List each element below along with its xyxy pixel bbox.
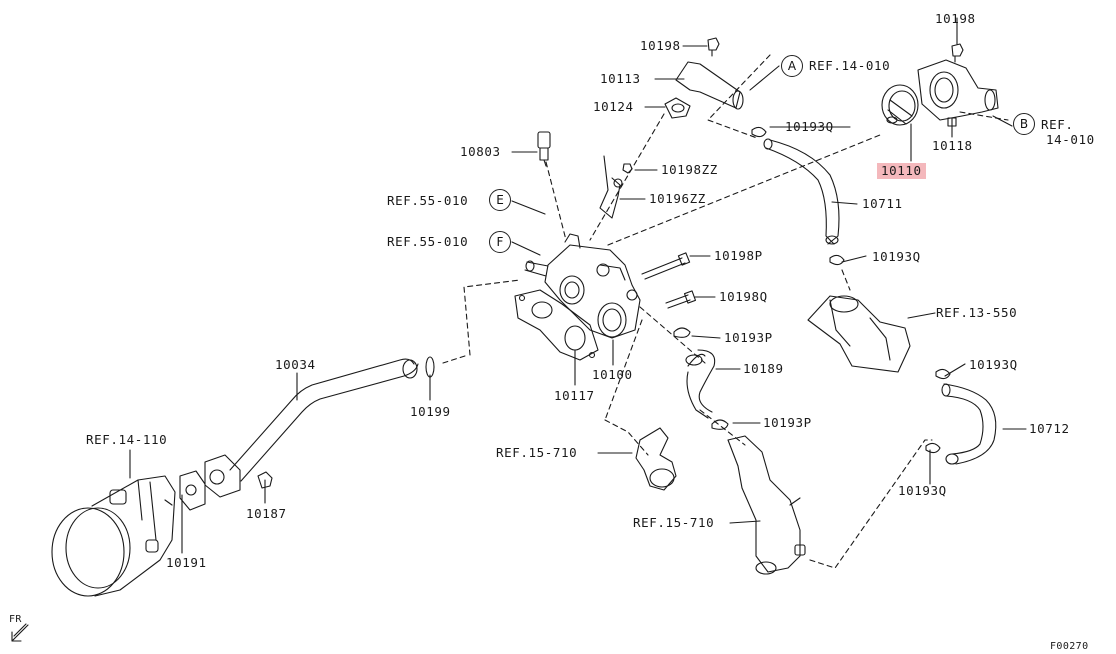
part-label-10198p[interactable]: 10198P [714,248,763,263]
part-label-10124[interactable]: 10124 [593,99,634,114]
outlet-ref15-710-left [635,427,677,491]
front-label: FR [9,614,22,625]
part-label-10711[interactable]: 10711 [862,196,903,211]
ref-label-55-010-f[interactable]: REF.55-010 [387,234,469,249]
part-label-10803[interactable]: 10803 [460,144,501,159]
part-label-10193q-bottom[interactable]: 10193Q [898,483,947,498]
part-label-10199[interactable]: 10199 [410,404,451,419]
thermostat-10110 [881,84,919,126]
ref-label-13-550[interactable]: REF.13-550 [936,305,1018,320]
part-label-10193p-lower[interactable]: 10193P [763,415,812,430]
ref-label-14-010-b-line2[interactable]: 14-010 [1046,132,1095,147]
part-label-10198zz[interactable]: 10198ZZ [661,162,718,177]
part-label-10196zz[interactable]: 10196ZZ [649,191,706,206]
sensor-10803 [537,131,551,167]
hose-10711 [763,138,840,245]
flange-10191 [179,454,273,511]
callout-b[interactable]: B [1013,113,1035,135]
leader-lines [129,17,1027,554]
part-label-10100[interactable]: 10100 [592,367,633,382]
callout-f[interactable]: F [489,231,511,253]
bracket-10196zz [599,155,633,219]
part-label-10117[interactable]: 10117 [554,388,595,403]
part-label-10198-top[interactable]: 10198 [640,38,681,53]
part-label-10187[interactable]: 10187 [246,506,287,521]
figure-code: F00270 [1050,641,1089,652]
ref-label-14-010-b-line1[interactable]: REF. [1041,117,1074,132]
clamps-10193q [751,126,951,454]
part-label-10193q-right[interactable]: 10193Q [969,357,1018,372]
pump-body-10100 [524,233,641,339]
clamp-10193p-upper [673,327,691,338]
clamp-10193p-lower [711,419,729,430]
ref-label-55-010-e[interactable]: REF.55-010 [387,193,469,208]
dashed-leader-lines [442,54,1009,569]
pipe-10034 [229,356,435,482]
part-label-10193q-mid[interactable]: 10193Q [872,249,921,264]
part-label-10189[interactable]: 10189 [743,361,784,376]
pipe-ref13-550 [807,295,911,373]
housing-ref14-110 [51,475,176,597]
part-label-10712[interactable]: 10712 [1029,421,1070,436]
callout-a[interactable]: A [781,55,803,77]
ref-label-15-710-right[interactable]: REF.15-710 [633,515,715,530]
front-arrow [11,623,29,642]
hose-10189 [685,349,716,419]
housing-10118 [917,43,999,127]
bolts-10198p-q [641,252,697,309]
ref-label-14-110[interactable]: REF.14-110 [86,432,168,447]
part-label-10193p-upper[interactable]: 10193P [724,330,773,345]
gasket-10117 [514,289,599,361]
pipe-ref15-710-right [727,435,806,575]
ref-label-15-710-left[interactable]: REF.15-710 [496,445,578,460]
part-label-10198q[interactable]: 10198Q [719,289,768,304]
part-label-10198-right[interactable]: 10198 [935,11,976,26]
part-label-10110-highlighted[interactable]: 10110 [877,163,926,179]
pipe-10113 [664,37,744,119]
part-label-10118[interactable]: 10118 [932,138,973,153]
part-label-10113[interactable]: 10113 [600,71,641,86]
ref-label-14-010-a[interactable]: REF.14-010 [809,58,891,73]
part-label-10191[interactable]: 10191 [166,555,207,570]
callout-e[interactable]: E [489,189,511,211]
part-label-10034[interactable]: 10034 [275,357,316,372]
part-label-10193q-top[interactable]: 10193Q [785,119,834,134]
hose-10712 [941,383,997,465]
